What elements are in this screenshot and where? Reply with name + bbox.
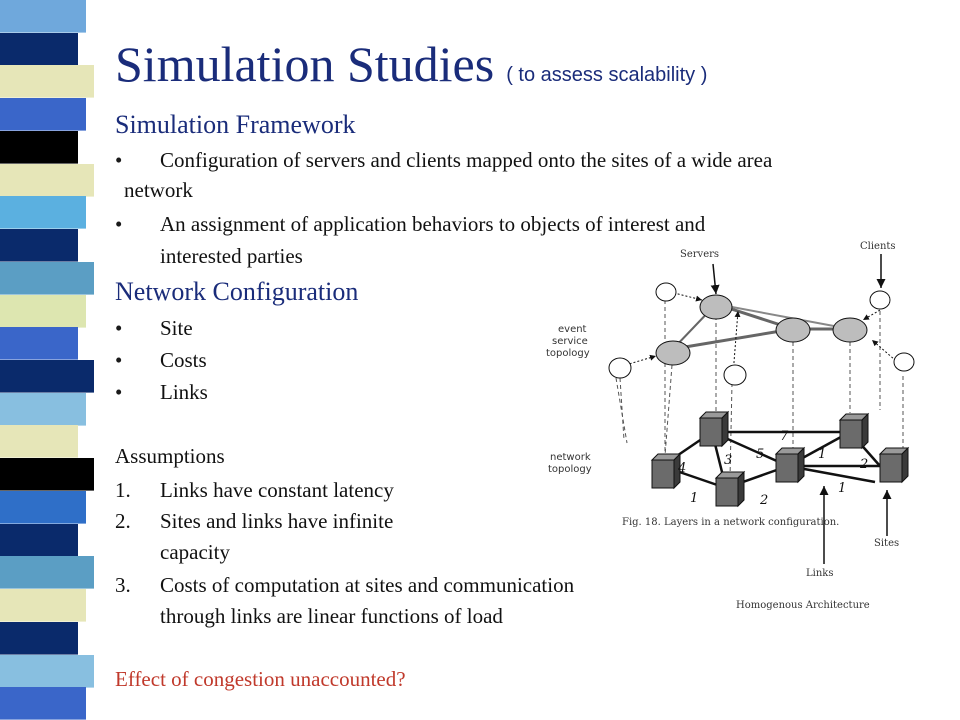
mapping-lines: [615, 293, 904, 479]
sites-label: Sites: [874, 538, 899, 549]
servers-pointer: [710, 263, 720, 295]
architecture-label: Homogenous Architecture: [736, 600, 870, 611]
decorative-stripe: [0, 0, 108, 720]
event-label-line-2: service: [552, 336, 588, 347]
stripe-band: [0, 98, 86, 132]
bullet-glyph: •: [115, 148, 123, 172]
stripe-band: [0, 65, 94, 99]
assumption-3-line-1: Costs of computation at sites and commun…: [160, 573, 575, 597]
slide-title: Simulation Studies ( to assess scalabilit…: [115, 34, 707, 105]
congestion-question: Effect of congestion unaccounted?: [115, 667, 406, 691]
assumption-2-num: 2.: [115, 509, 131, 533]
stripe-band: [0, 425, 78, 459]
assumption-1-line-1: Links have constant latency: [160, 478, 394, 502]
stripe-band: [0, 261, 94, 295]
link-cost: 1: [818, 447, 826, 462]
framework-bullet-2-line-2: interested parties: [160, 244, 303, 268]
assumption-1-num: 1.: [115, 478, 131, 502]
framework-bullet-2-line-1: An assignment of application behaviors t…: [160, 212, 706, 236]
stripe-band: [0, 458, 94, 492]
bullet-glyph: •: [115, 316, 123, 340]
network-item-links: Links: [160, 380, 208, 404]
stripe-band: [0, 0, 86, 33]
link-cost: 5: [756, 447, 764, 462]
stripe-band: [0, 687, 86, 720]
link-cost: 3: [724, 453, 732, 468]
network-heading: Network Configuration: [115, 277, 359, 306]
stripe-band: [0, 32, 78, 66]
link-cost: 1: [838, 481, 846, 496]
client-nodes: [608, 282, 915, 386]
framework-bullet-1-line-2: network: [124, 178, 193, 202]
network-item-costs: Costs: [160, 348, 207, 372]
figure-caption: Fig. 18. Layers in a network configurati…: [622, 517, 839, 528]
stripe-band: [0, 490, 86, 524]
link-cost: 7: [780, 429, 789, 444]
stripe-band: [0, 654, 94, 688]
assumptions-heading: Assumptions: [115, 444, 225, 468]
event-label-line-3: topology: [546, 348, 590, 359]
network-label-line-2: topology: [548, 464, 592, 475]
link-cost: 1: [690, 491, 698, 506]
bullet-glyph: •: [115, 212, 123, 236]
framework-bullet-1-line-1: Configuration of servers and clients map…: [160, 148, 773, 172]
assumption-3-num: 3.: [115, 573, 131, 597]
assumption-3-line-2: through links are linear functions of lo…: [160, 604, 503, 628]
bullet-glyph: •: [115, 380, 123, 404]
stripe-band: [0, 327, 78, 361]
link-cost: 2: [759, 493, 768, 508]
servers-label: Servers: [680, 249, 719, 260]
clients-label: Clients: [860, 241, 896, 252]
link-cost: 4: [677, 461, 686, 476]
network-layers-diagram: Servers Clients event service topology n…: [546, 241, 915, 611]
link-cost: 2: [859, 457, 868, 472]
stripe-band: [0, 360, 94, 393]
framework-heading: Simulation Framework: [115, 110, 356, 139]
stripe-band: [0, 392, 86, 426]
stripe-band: [0, 523, 78, 557]
links-label: Links: [806, 568, 833, 579]
network-label-line-1: network: [550, 452, 591, 463]
stripe-band: [0, 294, 86, 328]
stripe-band: [0, 163, 94, 197]
slide-subtitle: ( to assess scalability ): [506, 64, 708, 86]
site-cubes: [650, 410, 910, 508]
assumption-2-line-1: Sites and links have infinite: [160, 509, 394, 533]
server-nodes: [655, 294, 868, 366]
title-text: Simulation Studies: [115, 36, 495, 92]
bullet-glyph: •: [115, 348, 123, 372]
network-item-site: Site: [160, 316, 193, 340]
stripe-band: [0, 621, 78, 655]
stripe-band: [0, 196, 86, 230]
stripe-band: [0, 589, 86, 623]
stripe-band: [0, 229, 78, 263]
assumption-2-line-2: capacity: [160, 540, 230, 564]
stripe-band: [0, 130, 78, 164]
event-label-line-1: event: [558, 324, 587, 335]
stripe-band: [0, 556, 94, 590]
